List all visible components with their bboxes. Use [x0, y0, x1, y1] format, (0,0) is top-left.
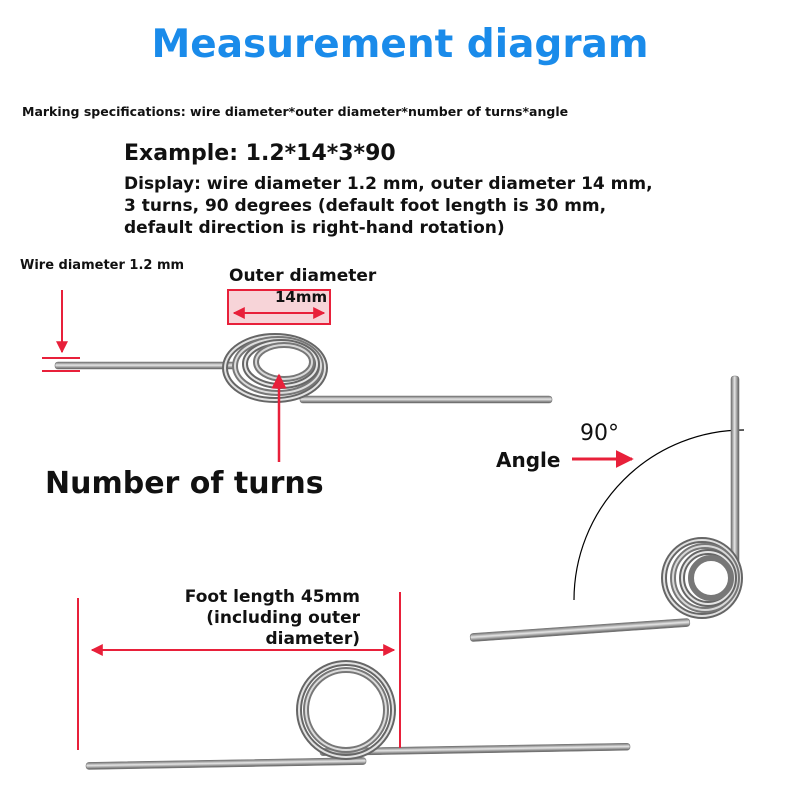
- example-line: Example: 1.2*14*3*90: [124, 141, 396, 166]
- angle-spring-vertical-leg: [730, 375, 740, 577]
- outer-diameter-label: Outer diameter: [229, 266, 377, 286]
- page-title: Measurement diagram: [151, 22, 649, 67]
- bottom-spring-coils: [296, 660, 396, 760]
- angle-value: 90°: [580, 421, 619, 446]
- marking-specification: Marking specifications: wire diameter*ou…: [22, 104, 569, 119]
- angle-spring: [469, 375, 745, 642]
- top-spring-coils: [222, 333, 328, 403]
- foot-length-label: Foot length 45mm (including outer diamet…: [184, 587, 360, 649]
- top-spring-left-leg: [54, 361, 236, 370]
- angle-spring-horizontal-leg: [469, 618, 691, 642]
- outer-diameter-value: 14mm: [275, 288, 328, 306]
- top-spring-right-leg: [299, 395, 553, 404]
- angle-spring-coils: [661, 537, 743, 619]
- top-spring: [54, 333, 553, 404]
- wire-diameter-label: Wire diameter 1.2 mm: [20, 258, 185, 273]
- bottom-spring: [85, 660, 631, 770]
- angle-arc: [573, 429, 745, 601]
- bottom-spring-left-leg: [85, 757, 367, 770]
- number-of-turns-label: Number of turns: [45, 466, 324, 501]
- angle-label: Angle: [496, 448, 561, 472]
- display-description: Display: wire diameter 1.2 mm, outer dia…: [124, 174, 653, 238]
